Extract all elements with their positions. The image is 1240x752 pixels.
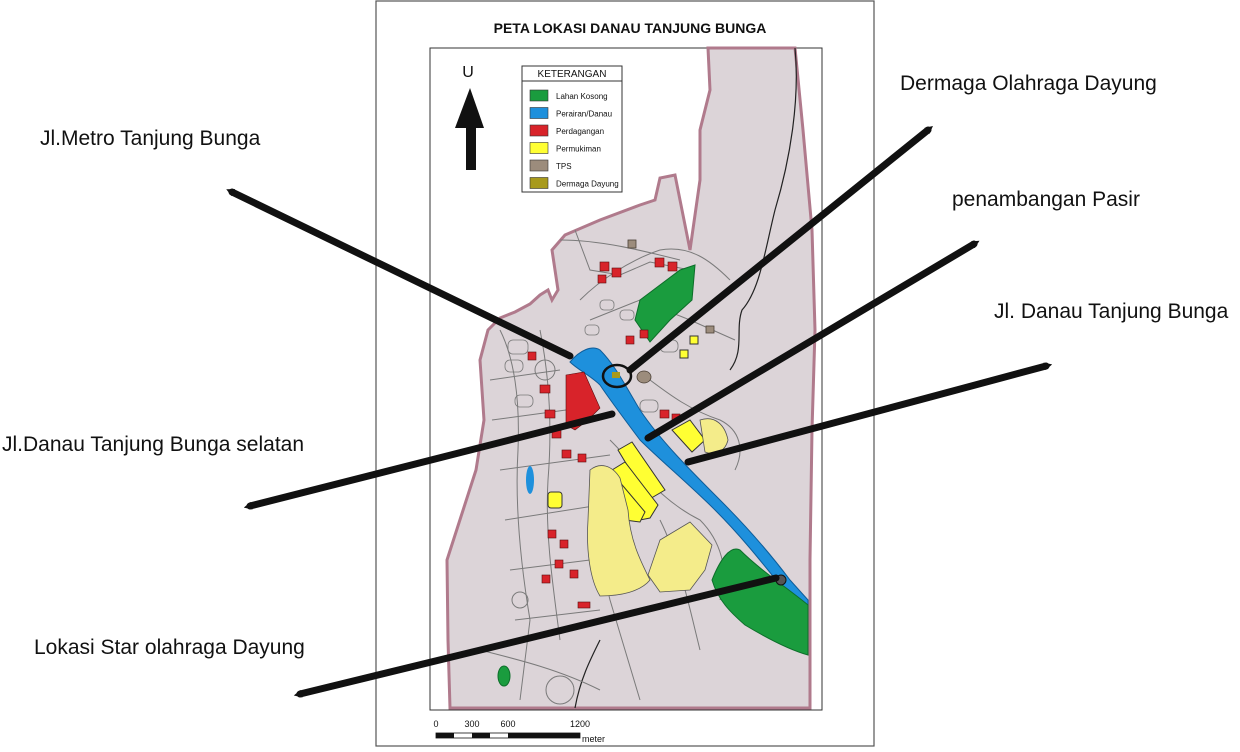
legend: KETERANGAN Lahan KosongPerairan/DanauPer… — [521, 65, 623, 193]
scale-tick-label: 300 — [464, 719, 479, 729]
arrow-penambangan — [644, 240, 980, 442]
scale-bar: 0 300 600 1200 meter — [433, 719, 605, 744]
legend-swatch — [529, 142, 549, 154]
map-title: PETA LOKASI DANAU TANJUNG BUNGA — [494, 20, 767, 36]
callout-jl-danau: Jl. Danau Tanjung Bunga — [994, 300, 1229, 323]
vacant-land — [497, 264, 809, 687]
north-label: U — [462, 64, 474, 81]
legend-title: KETERANGAN — [538, 69, 607, 80]
legend-label: Permukiman — [556, 145, 601, 154]
scale-tick-label: 0 — [433, 719, 438, 729]
legend-swatch — [529, 89, 549, 102]
callout-jl-metro: Jl.Metro Tanjung Bunga — [40, 127, 261, 150]
legend-label: Perdagangan — [556, 127, 604, 136]
arrow-jl-danau-selatan — [243, 410, 616, 510]
scale-ticks: 0 300 600 1200 — [433, 719, 590, 729]
legend-label: Perairan/Danau — [556, 110, 612, 119]
north-arrow-icon — [455, 88, 484, 170]
scale-tick-label: 1200 — [570, 719, 590, 729]
arrow-dermaga — [626, 125, 933, 374]
callout-arrows — [226, 125, 1053, 698]
commercial — [527, 257, 681, 609]
coastline-east — [729, 47, 797, 371]
legend-swatch — [529, 177, 549, 189]
legend-label: TPS — [556, 162, 572, 171]
legend-label: Dermaga Dayung — [556, 180, 619, 189]
dermaga-dayung — [612, 372, 620, 378]
arrow-lokasi-start — [293, 574, 780, 698]
scale-tick-label: 600 — [500, 719, 515, 729]
legend-items: Lahan KosongPerairan/DanauPerdaganganPer… — [529, 89, 619, 189]
callout-dermaga: Dermaga Olahraga Dayung — [900, 72, 1157, 95]
callout-penambangan: penambangan Pasir — [952, 188, 1140, 211]
scale-unit: meter — [582, 734, 605, 744]
pond — [526, 466, 534, 494]
north-arrow: U — [455, 64, 484, 170]
arrow-jl-metro — [226, 188, 574, 360]
callout-lokasi-start: Lokasi Star olahraga Dayung — [34, 636, 305, 659]
legend-swatch — [529, 124, 549, 137]
arrow-jl-danau — [684, 362, 1053, 466]
residential-pale — [587, 418, 729, 597]
dermaga-marker-ring — [601, 363, 633, 389]
legend-label: Lahan Kosong — [556, 92, 608, 101]
coastline-south — [574, 639, 601, 709]
legend-swatch — [529, 107, 549, 119]
tps — [627, 239, 715, 384]
callout-jl-danau-selatan: Jl.Danau Tanjung Bunga selatan — [2, 433, 305, 456]
legend-swatch — [529, 159, 549, 172]
